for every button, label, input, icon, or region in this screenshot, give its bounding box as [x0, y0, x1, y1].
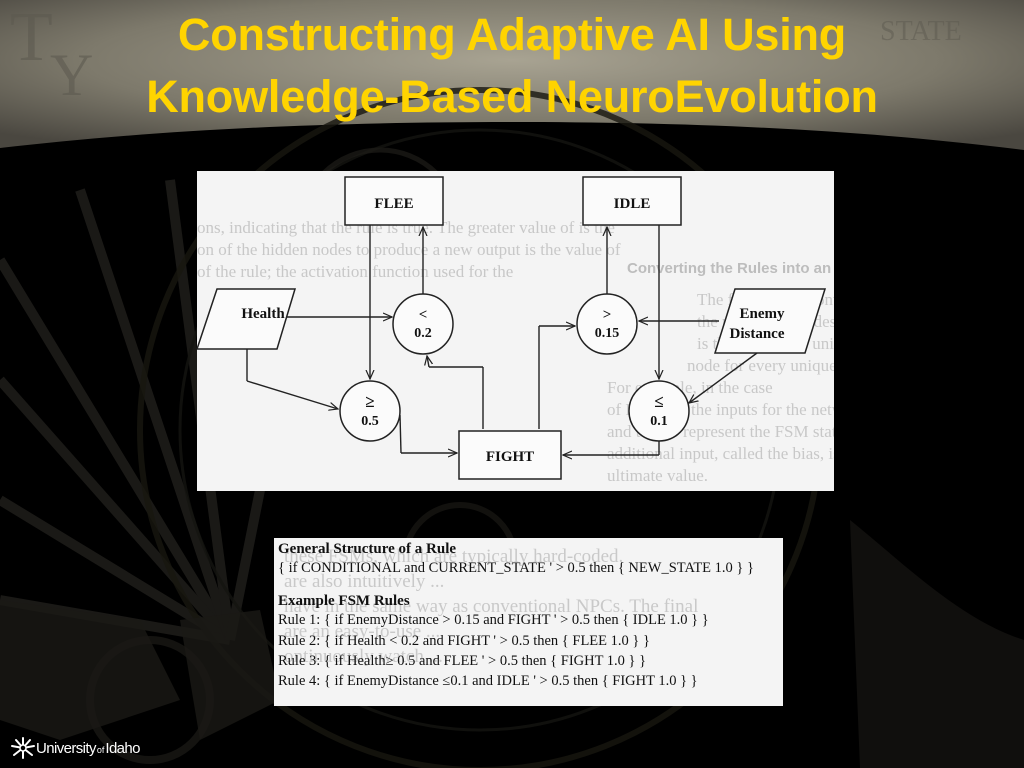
condition-enemy-less-equal-circle: [628, 380, 690, 442]
enemy-label-line-1: Enemy: [740, 306, 786, 322]
fight-state-box: [458, 430, 562, 480]
enemy-label-line-2: Distance: [730, 326, 785, 342]
condition-2-value: 0.15: [595, 326, 620, 341]
example-rules-heading: Example FSM Rules: [278, 593, 410, 610]
condition-1-operator: <: [419, 307, 428, 323]
svg-text:For example, in the case: For example, in the case: [607, 378, 773, 397]
condition-health-less-circle: [392, 293, 454, 355]
svg-text:T: T: [10, 0, 53, 76]
svg-text:of the rule; the activation fu: of the rule; the activation function use…: [197, 262, 513, 281]
condition-2-operator: >: [603, 307, 612, 323]
condition-enemy-greater-circle: [576, 293, 638, 355]
flee-state-label: FLEE: [374, 196, 413, 212]
logo-word-of: of: [96, 745, 105, 755]
general-structure-heading: General Structure of a Rule: [278, 541, 457, 557]
rule-4: Rule 4: { if EnemyDistance ≤0.1 and IDLE…: [278, 673, 698, 690]
idle-state-box: [582, 176, 682, 226]
logo-word-idaho: Idaho: [105, 739, 140, 757]
svg-text:Converting the Rules into an A: Converting the Rules into an ANN: [627, 260, 834, 277]
health-input-shape: [195, 288, 297, 350]
idle-state-label: IDLE: [614, 196, 651, 212]
svg-text:Y: Y: [50, 42, 93, 108]
condition-3-operator: ≥: [365, 392, 374, 411]
svg-text:node for every unique node of: node for every unique node of the FSM.: [687, 356, 834, 375]
svg-text:STATE: STATE: [880, 16, 962, 47]
condition-3-value: 0.5: [361, 414, 379, 429]
flee-state-box: [344, 176, 444, 226]
fsm-diagram-svg: ons, indicating that the rule is true. T…: [195, 176, 1024, 485]
rule-3: Rule 3: { if Health≥ 0.5 and FLEE ' > 0.…: [278, 652, 647, 669]
slide-title: Constructing Adaptive AI Using Knowledge…: [0, 4, 1024, 128]
logo-word-university: University: [36, 739, 96, 757]
svg-text:ultimate value.: ultimate value.: [607, 466, 708, 485]
condition-4-value: 0.1: [650, 414, 668, 429]
rules-content: General Structure of a Rule { if CONDITI…: [278, 540, 781, 691]
health-input-label: Health: [241, 306, 285, 322]
scan-ghost-text: these FSMs, which are typically hard-cod…: [284, 546, 699, 667]
svg-text:ons, indicating that the rule: ons, indicating that the rule is true. T…: [197, 218, 615, 237]
fsm-diagram: ons, indicating that the rule is true. T…: [195, 171, 1024, 491]
condition-health-greater-equal-circle: [339, 380, 401, 442]
fsm-connectors: [246, 225, 758, 455]
title-line-1: Constructing Adaptive AI Using: [177, 9, 847, 60]
condition-1-value: 0.2: [414, 326, 432, 341]
title-line-2: Knowledge-Based NeuroEvolution: [146, 71, 878, 122]
fight-state-label: FIGHT: [486, 449, 534, 465]
general-structure-rule: { if CONDITIONAL and CURRENT_STATE ' > 0…: [278, 560, 754, 576]
rules-panel: these FSMs, which are typically hard-cod…: [274, 538, 783, 706]
svg-text:on of the hidden nodes to prod: on of the hidden nodes to produce a new …: [197, 240, 621, 259]
sunburst-icon: [11, 737, 35, 759]
enemy-distance-input-shape: [713, 288, 827, 354]
rule-1: Rule 1: { if EnemyDistance > 0.15 and FI…: [278, 612, 709, 629]
svg-text:additional input, called the b: additional input, called the bias, is al…: [607, 444, 834, 463]
rule-2: Rule 2: { if Health < 0.2 and FIGHT ' > …: [278, 632, 650, 649]
condition-4-operator: ≤: [654, 392, 663, 411]
